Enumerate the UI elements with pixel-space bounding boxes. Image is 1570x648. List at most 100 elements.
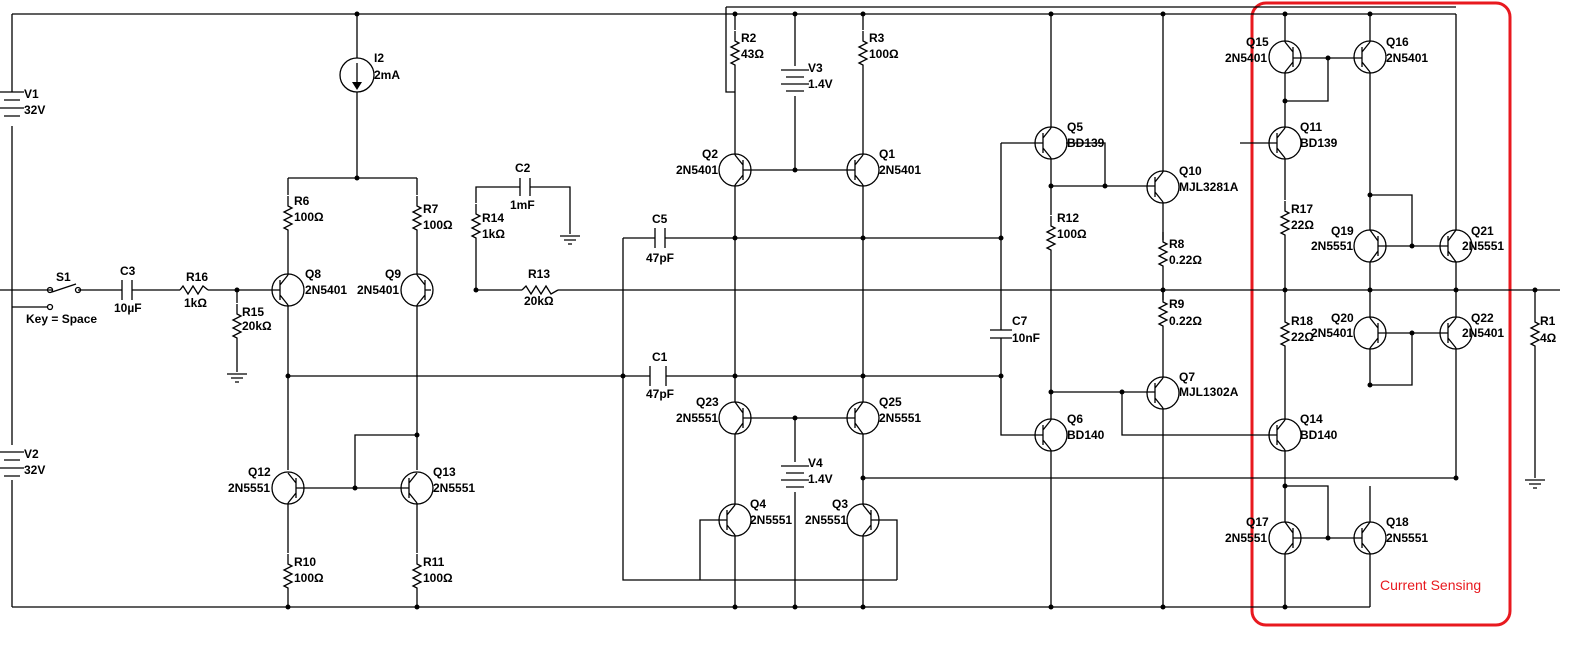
resistors (179, 30, 1540, 599)
q22-ref: Q22 (1471, 311, 1494, 325)
c7-value: 10nF (1012, 331, 1040, 345)
q4-ref: Q4 (750, 497, 766, 511)
r10-value: 100Ω (294, 571, 324, 585)
r15-value: 20kΩ (242, 319, 272, 333)
capacitor-c1 (649, 366, 667, 386)
current-sensing-box (1250, 1, 1512, 627)
current-source-i2 (339, 57, 375, 93)
r17-value: 22Ω (1291, 218, 1314, 232)
r3-ref: R3 (869, 31, 885, 45)
r10-ref: R10 (294, 555, 316, 569)
r2-value: 43Ω (741, 47, 764, 61)
q23-value: 2N5551 (676, 411, 718, 425)
q13-ref: Q13 (433, 465, 456, 479)
r13-value: 20kΩ (524, 294, 554, 308)
q4-value: 2N5551 (750, 513, 792, 527)
r17-ref: R17 (1291, 202, 1313, 216)
q14-ref: Q14 (1300, 412, 1323, 426)
v1-value: 32V (24, 103, 45, 117)
q3-value: 2N5551 (805, 513, 847, 527)
v4-value: 1.4V (808, 472, 833, 486)
q12-ref: Q12 (248, 465, 271, 479)
r11-value: 100Ω (423, 571, 453, 585)
q8-ref: Q8 (305, 267, 321, 281)
c5-ref: C5 (652, 212, 668, 226)
c2-ref: C2 (515, 161, 531, 175)
r12-value: 100Ω (1057, 227, 1087, 241)
r8-ref: R8 (1169, 237, 1185, 251)
q20-value: 2N5401 (1311, 326, 1353, 340)
q23-ref: Q23 (696, 395, 719, 409)
capacitor-c2 (519, 178, 531, 196)
q25-ref: Q25 (879, 395, 902, 409)
i2-ref: I2 (374, 51, 384, 65)
r1-value: 4Ω (1540, 331, 1557, 345)
r18-value: 22Ω (1291, 330, 1314, 344)
battery-v1 (0, 91, 24, 117)
r14-value: 1kΩ (482, 227, 505, 241)
s1-value: Key = Space (26, 312, 97, 326)
r6-value: 100Ω (294, 210, 324, 224)
capacitor-c7 (990, 329, 1012, 345)
ground-symbols (227, 235, 580, 383)
v2-value: 32V (24, 463, 45, 477)
capacitor-c3 (121, 280, 133, 300)
q22-value: 2N5401 (1462, 326, 1504, 340)
q3-ref: Q3 (832, 497, 848, 511)
c2-value: 1mF (510, 198, 535, 212)
q20-ref: Q20 (1331, 311, 1354, 325)
c3-ref: C3 (120, 264, 136, 278)
c3-value: 10µF (114, 301, 142, 315)
r3-value: 100Ω (869, 47, 899, 61)
q9-value: 2N5401 (357, 283, 399, 297)
c1-value: 47pF (646, 387, 674, 401)
r7-value: 100Ω (423, 218, 453, 232)
i2-value: 2mA (374, 68, 400, 82)
c1-ref: C1 (652, 350, 668, 364)
r2-ref: R2 (741, 31, 757, 45)
r9-ref: R9 (1169, 297, 1185, 311)
c5-value: 47pF (646, 251, 674, 265)
q14-value: BD140 (1300, 428, 1338, 442)
r6-ref: R6 (294, 194, 310, 208)
r16-ref: R16 (186, 270, 208, 284)
q15-ref: Q15 (1246, 35, 1269, 49)
component-labels: V1 32V V2 32V S1 Key = Space C3 10µF R16… (24, 31, 1557, 585)
battery-v4 (781, 465, 809, 488)
r15-ref: R15 (242, 305, 264, 319)
q8-value: 2N5401 (305, 283, 347, 297)
q19-value: 2N5551 (1311, 239, 1353, 253)
s1-ref: S1 (56, 270, 71, 284)
r11-ref: R11 (423, 555, 445, 569)
r16-value: 1kΩ (184, 296, 207, 310)
r12-ref: R12 (1057, 211, 1079, 225)
q25-value: 2N5551 (879, 411, 921, 425)
q5-ref: Q5 (1067, 120, 1083, 134)
q2-value: 2N5401 (676, 163, 718, 177)
q21-value: 2N5551 (1462, 239, 1504, 253)
v2-ref: V2 (24, 447, 39, 461)
battery-v2 (0, 451, 24, 477)
c7-ref: C7 (1012, 314, 1028, 328)
v4-ref: V4 (808, 456, 823, 470)
q17-value: 2N5551 (1225, 531, 1267, 545)
q7-ref: Q7 (1179, 370, 1195, 384)
q1-value: 2N5401 (879, 163, 921, 177)
battery-v3 (781, 69, 809, 92)
wires (0, 6, 1560, 608)
q6-value: BD140 (1067, 428, 1105, 442)
q9-ref: Q9 (385, 267, 401, 281)
capacitor-c5 (654, 228, 666, 248)
r14-ref: R14 (482, 211, 504, 225)
v3-ref: V3 (808, 61, 823, 75)
q18-value: 2N5551 (1386, 531, 1428, 545)
q11-value: BD139 (1300, 136, 1338, 150)
q1-ref: Q1 (879, 147, 895, 161)
r18-ref: R18 (1291, 314, 1313, 328)
junctions (234, 11, 1538, 610)
q13-value: 2N5551 (433, 481, 475, 495)
r1-ref: R1 (1540, 314, 1556, 328)
q16-value: 2N5401 (1386, 51, 1428, 65)
q19-ref: Q19 (1331, 224, 1354, 238)
